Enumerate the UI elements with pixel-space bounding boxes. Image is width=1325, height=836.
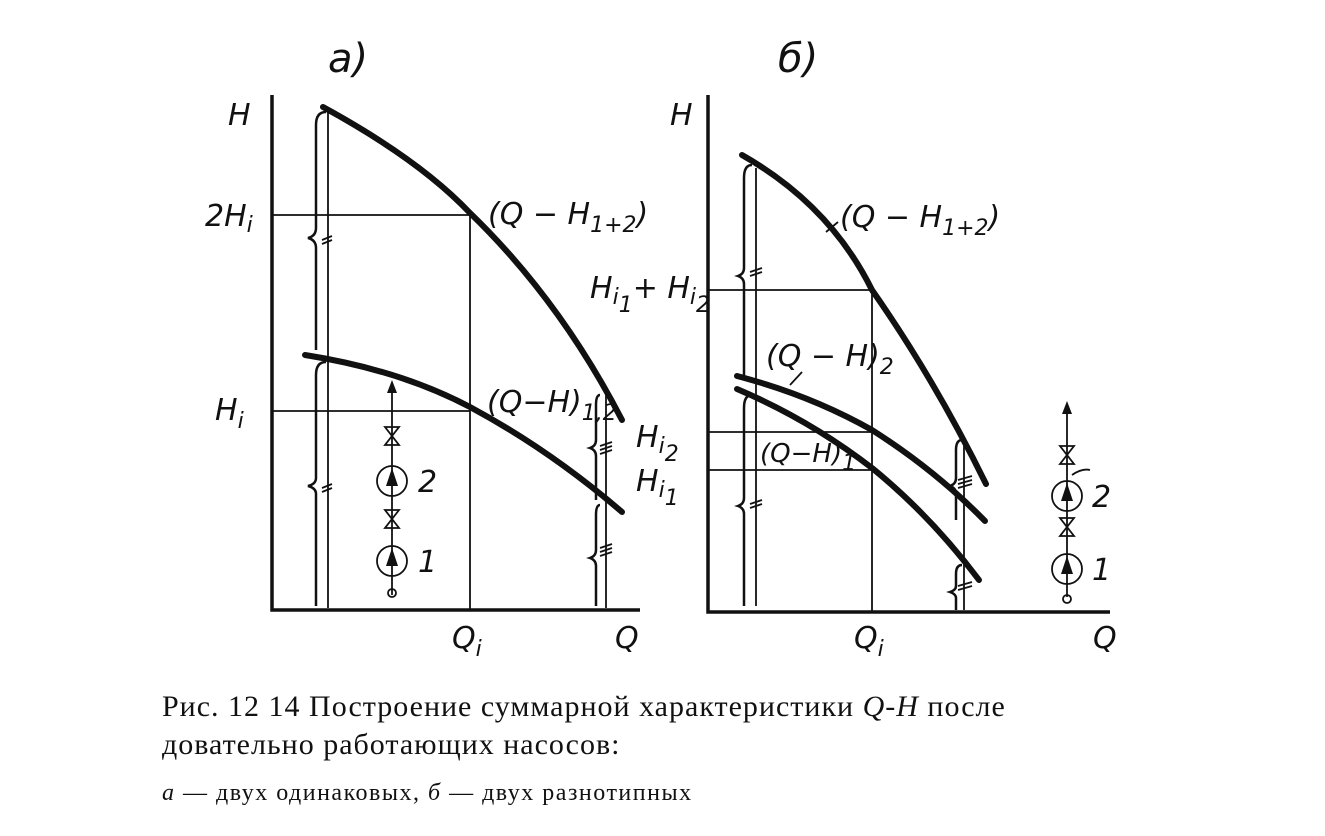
panel-b-leader-2 (789, 371, 803, 386)
pump-2-icon (376, 465, 408, 497)
panel-a-y-axis-label: H (228, 98, 251, 133)
panel-a-curve-single (302, 352, 625, 515)
caption-line-2: довательно работающих насосов: (162, 728, 621, 761)
caption-line-3: а — двух одинаковых, б — двух разнотипны… (162, 780, 693, 806)
panel-b-right-ticks (957, 475, 973, 591)
panel-a-curve-sum-label: (Q − H1+2) (488, 197, 648, 238)
panel-a-axes (270, 95, 640, 612)
panel-b-leader-sum (825, 221, 839, 233)
caption-line-1: Рис. 12 14 Построение суммарной характер… (162, 690, 1006, 723)
panel-a-right-ticks (599, 441, 613, 557)
panel-b-brace-top (734, 163, 753, 378)
panel-b-brace-right-bottom (946, 563, 963, 610)
panel-a-x-tick-qi: Qi (452, 621, 482, 662)
panel-a-pump-1-label: 1 (418, 545, 437, 580)
panel-b-curve-sum (739, 152, 989, 487)
valve-icon (383, 509, 401, 529)
panel-b-left-ticks (749, 267, 763, 509)
valve-icon (383, 426, 401, 446)
panel-a-hi2-label: Hi2 (636, 420, 679, 467)
inlet-icon (387, 588, 397, 598)
panel-b-x-tick-qi: Qi (854, 621, 884, 662)
panel-b-curve-1 (734, 386, 982, 583)
panel-b-curve-1-label: (Q−H)1 (760, 439, 856, 476)
panel-b-title: б) (778, 36, 818, 82)
panel-b-x-axis-label: Q (1093, 621, 1117, 656)
panel-a-brace-bottom (307, 360, 327, 606)
panel-b-brace-bottom (734, 393, 753, 606)
panel-a: а) H Q Qi 2Hi Hi (Q − H1+2) (Q−H)1,2 Hi2… (205, 36, 679, 662)
pump-1-icon (376, 545, 408, 577)
figure: а) H Q Qi 2Hi Hi (Q − H1+2) (Q−H)1,2 Hi2… (205, 36, 1117, 662)
panel-b-brace-right-top (946, 438, 963, 520)
panel-a-tick-hi: Hi (215, 393, 244, 434)
inlet-icon (1062, 594, 1072, 604)
panel-b-pump-2-label: 2 (1092, 480, 1111, 515)
panel-a-brace-right-top (586, 393, 601, 500)
panel-a-guide-2hi (272, 214, 471, 610)
panel-a-left-ticks (321, 235, 333, 493)
pump-2-icon (1051, 480, 1083, 512)
pump-1-icon (1051, 553, 1083, 585)
panel-a-curve-sum (320, 104, 625, 423)
arrow-up-icon (387, 380, 397, 393)
panel-b-axes (706, 95, 1110, 614)
panel-a-pump-2-label: 2 (418, 465, 437, 500)
panel-a-brace-right-bottom (586, 503, 601, 606)
panel-b-y-axis-label: H (670, 98, 693, 133)
arrow-up-icon (1062, 401, 1072, 414)
panel-b-sum-label: Hi1+ Hi2 (590, 271, 710, 318)
panel-b-curve-sum-label: (Q − H1+2) (840, 200, 1000, 241)
panel-b-curve-2 (734, 373, 988, 524)
valve-icon (1058, 517, 1076, 537)
panel-a-x-axis-label: Q (615, 621, 639, 656)
panel-a-hi1-label: Hi1 (636, 464, 679, 511)
panel-a-pump-schematic: 2 1 (376, 380, 437, 598)
panel-a-title: а) (328, 36, 368, 82)
panel-b-curve-2-label: (Q − H)2 (766, 339, 894, 380)
valve-icon (1058, 445, 1076, 465)
panel-a-brace-top (307, 110, 327, 350)
panel-b-pump-schematic: 2 1 (1051, 401, 1111, 604)
panel-b: б) H Q Qi Hi1+ Hi2 (Q − H1+2) (Q − H)2 (… (590, 36, 1117, 662)
panel-a-curve-single-label: (Q−H)1,2 (487, 385, 617, 426)
panel-b-pump-1-label: 1 (1092, 553, 1111, 588)
panel-a-tick-2hi: 2Hi (205, 199, 253, 238)
